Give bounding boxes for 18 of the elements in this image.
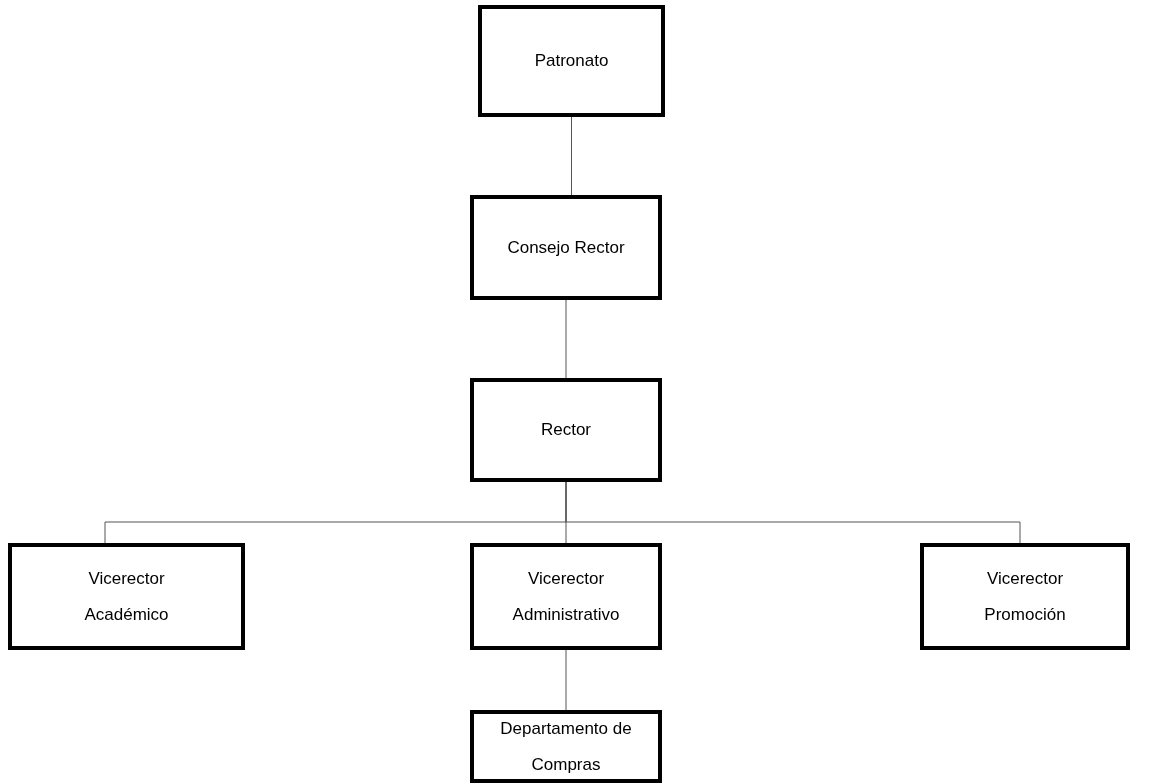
org-box bbox=[470, 710, 662, 783]
org-box bbox=[470, 195, 662, 300]
org-box bbox=[478, 5, 665, 117]
box-label: Patronato bbox=[534, 50, 609, 73]
connector-line bbox=[565, 481, 1021, 544]
box-label: Vicerector Promoción bbox=[983, 567, 1067, 626]
box-label: Departamento de Compras bbox=[499, 717, 633, 776]
box-label: Consejo Rector bbox=[507, 236, 625, 259]
org-box bbox=[920, 543, 1130, 650]
connector-line bbox=[565, 649, 567, 711]
box-label: Vicerector Académico bbox=[83, 567, 170, 626]
box-label: Vicerector Administrativo bbox=[511, 567, 621, 626]
connector-line bbox=[571, 116, 572, 196]
org-box bbox=[470, 378, 662, 482]
box-label: Rector bbox=[540, 419, 592, 442]
org-box bbox=[470, 543, 662, 650]
org-box bbox=[8, 543, 245, 650]
connector-line bbox=[565, 299, 567, 379]
